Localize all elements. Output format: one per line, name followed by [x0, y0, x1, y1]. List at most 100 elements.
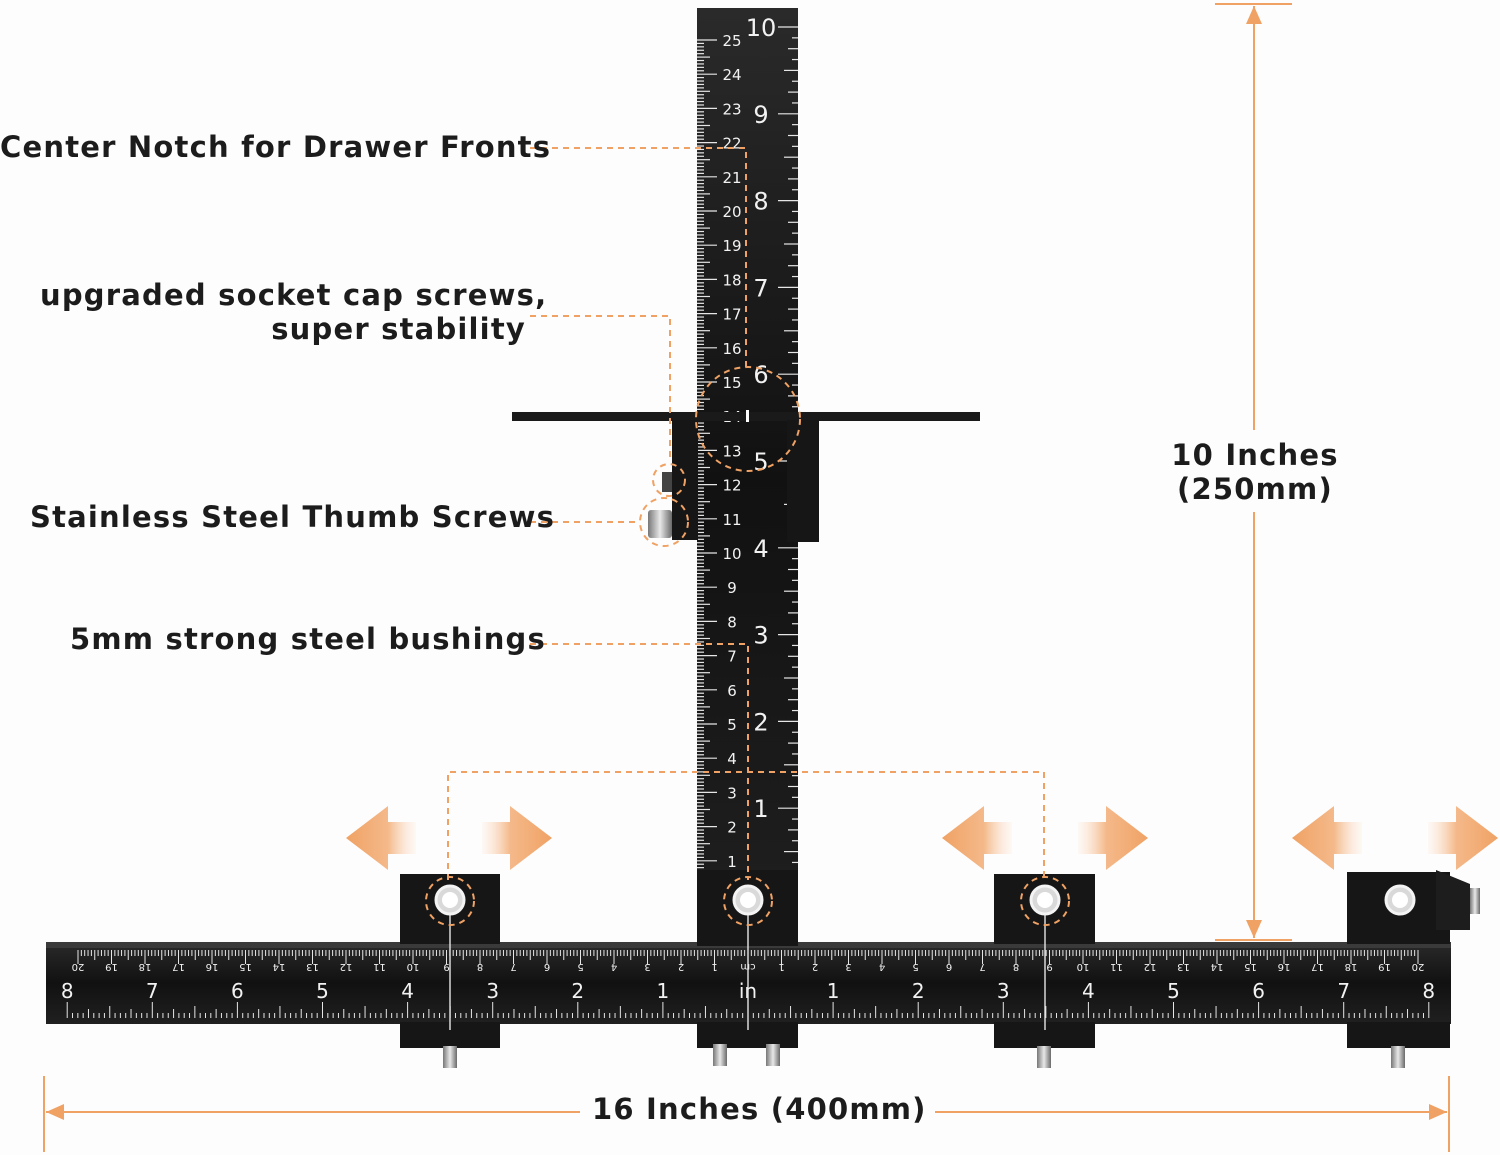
height-dimension-line [1215, 3, 1292, 941]
v-cm-label: 12 [722, 477, 741, 495]
v-inch-label: 1 [753, 795, 768, 823]
v-cm-label: 7 [727, 648, 737, 666]
h-inch-label-left: 4 [401, 979, 414, 1003]
callout-center-notch: Center Notch for Drawer Fronts [0, 130, 552, 164]
h-cm-label: 7 [979, 961, 985, 972]
h-cm-label: 5 [912, 961, 918, 972]
h-inch-label-right: 1 [827, 979, 840, 1003]
v-cm-label: 23 [722, 100, 741, 118]
arrow-left-icon [1292, 806, 1362, 870]
h-cm-label: 8 [477, 961, 483, 972]
v-cm-label: 25 [722, 32, 741, 50]
arrow-left-icon [942, 806, 1012, 870]
h-cm-label: 20 [72, 961, 85, 972]
callout-socket-screws-line1: upgraded socket cap screws, [40, 278, 548, 312]
h-cm-label: 14 [1211, 961, 1224, 972]
v-cm-label: 19 [722, 237, 741, 255]
drawer-front-plate [512, 410, 980, 542]
v-cm-label: 22 [722, 135, 741, 153]
v-cm-label: 11 [722, 511, 741, 529]
h-inch-label-left: 3 [486, 979, 499, 1003]
v-cm-label: 17 [722, 306, 741, 324]
v-inch-label: 8 [753, 188, 768, 216]
height-dimension-line1: 10 Inches [1171, 438, 1339, 472]
h-cm-label: 18 [139, 961, 152, 972]
h-cm-label: 9 [443, 961, 449, 972]
h-cm-label: 8 [1013, 961, 1019, 972]
h-inch-label-right: 8 [1422, 979, 1435, 1003]
h-cm-label: 2 [678, 961, 684, 972]
v-cm-label: 9 [727, 579, 737, 597]
v-cm-label: 24 [722, 66, 741, 84]
h-cm-label: 10 [407, 961, 420, 972]
h-cm-label: 2 [812, 961, 818, 972]
v-cm-label: 10 [722, 545, 741, 563]
arrow-left-icon [346, 806, 416, 870]
callout-thumb-screws: Stainless Steel Thumb Screws [30, 500, 556, 534]
h-cm-label: 19 [105, 961, 118, 972]
h-cm-label: 16 [206, 961, 219, 972]
h-cm-label: 4 [611, 961, 617, 972]
h-cm-label: 11 [373, 961, 386, 972]
v-cm-label: 20 [722, 203, 741, 221]
v-inch-label: 6 [753, 361, 768, 389]
h-cm-label: 16 [1278, 961, 1291, 972]
thumb-screw-icon [648, 472, 672, 538]
h-inch-label-right: 7 [1337, 979, 1350, 1003]
slide-arrows [346, 806, 1498, 870]
h-cm-label: 12 [1144, 961, 1157, 972]
h-cm-label: 3 [845, 961, 851, 972]
h-inch-label-left: 7 [146, 979, 159, 1003]
v-cm-label: 18 [722, 271, 741, 289]
h-cm-label: 7 [510, 961, 516, 972]
height-dimension-line2: (250mm) [1177, 472, 1333, 506]
v-inch-label: 3 [753, 622, 768, 650]
h-inch-label-left: 2 [571, 979, 584, 1003]
arrow-right-icon [1078, 806, 1148, 870]
h-cm-label: 17 [1311, 961, 1324, 972]
h-cm-label: 17 [172, 961, 185, 972]
h-cm-label: 11 [1110, 961, 1123, 972]
v-cm-label: 15 [722, 374, 741, 392]
h-cm-label: 14 [273, 961, 286, 972]
h-cm-label: 10 [1077, 961, 1090, 972]
callout-leaders [425, 147, 1070, 926]
v-cm-label: 4 [727, 750, 737, 768]
h-inch-label-left: 8 [61, 979, 74, 1003]
v-cm-label: 3 [727, 784, 737, 802]
arrow-right-icon [1428, 806, 1498, 870]
callout-bushings: 5mm strong steel bushings [70, 622, 546, 656]
width-dimension-label: 16 Inches (400mm) [584, 1092, 935, 1126]
h-inch-label-right: 5 [1167, 979, 1180, 1003]
h-cm-label: 1 [778, 961, 784, 972]
h-cm-label: 6 [544, 961, 550, 972]
v-cm-label: 6 [727, 682, 737, 700]
height-dimension-label: 10 Inches (250mm) [1150, 438, 1360, 506]
vertical-ruler: 1234567891012345678910111213141516171819… [697, 8, 798, 948]
h-cm-label: 9 [1046, 961, 1052, 972]
h-inch-label-right: 6 [1252, 979, 1265, 1003]
v-inch-label: 9 [753, 101, 768, 129]
h-inch-label-left: 6 [231, 979, 244, 1003]
h-cm-label: 18 [1345, 961, 1358, 972]
h-cm-label: 3 [644, 961, 650, 972]
h-cm-label: 4 [879, 961, 885, 972]
v-cm-label: 16 [722, 340, 741, 358]
callout-socket-screws: upgraded socket cap screws, super stabil… [40, 278, 548, 346]
h-cm-label: 6 [946, 961, 952, 972]
v-cm-label: 1 [727, 853, 737, 871]
arrow-right-icon [482, 806, 552, 870]
h-cm-label: 15 [1244, 961, 1257, 972]
v-inch-label: 7 [753, 274, 768, 302]
h-inch-label-right: 4 [1082, 979, 1095, 1003]
callout-socket-screws-line2: super stability [271, 312, 526, 346]
h-cm-label: 12 [340, 961, 353, 972]
h-inch-label-right: 3 [997, 979, 1010, 1003]
v-cm-label: 2 [727, 819, 737, 837]
width-dimension-line [43, 1076, 1450, 1152]
h-inch-label-left: 5 [316, 979, 329, 1003]
v-cm-label: 8 [727, 613, 737, 631]
h-cm-label: 20 [1412, 961, 1425, 972]
h-inch-label-left: 1 [657, 979, 670, 1003]
